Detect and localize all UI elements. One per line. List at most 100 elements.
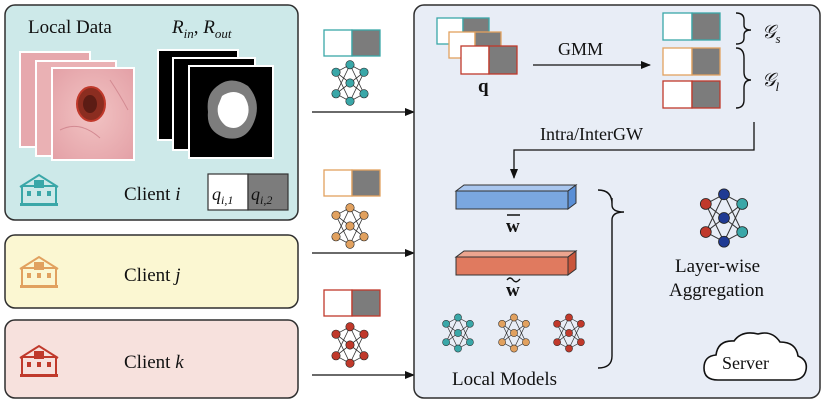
q-stack — [436, 17, 518, 75]
network-edge — [568, 323, 582, 349]
local-model-orange-icon — [498, 313, 530, 353]
network-edge — [335, 334, 351, 364]
network-node — [699, 198, 712, 210]
network-edge — [457, 317, 471, 343]
network-node — [345, 78, 355, 88]
client-k-school-icon — [19, 344, 59, 377]
client-i-label: Client i — [124, 184, 180, 205]
network-edge — [513, 317, 527, 343]
network-edge — [513, 323, 527, 349]
network-node — [466, 319, 474, 328]
client-i-q-box: qi,1 qi,2 — [207, 173, 289, 211]
network-node — [331, 89, 341, 99]
network-node — [553, 338, 561, 347]
aggregation-label-2: Aggregation — [669, 280, 764, 301]
network-node — [498, 319, 506, 328]
network-edge — [723, 203, 743, 242]
client-i-network-icon — [331, 60, 369, 106]
network-node — [510, 344, 518, 353]
mask-label: Rin, Rout — [171, 17, 232, 41]
network-node — [454, 344, 462, 353]
network-edge — [705, 194, 725, 233]
network-node — [498, 338, 506, 347]
network-node — [359, 351, 369, 361]
gmm-label: GMM — [558, 39, 603, 59]
client-i-school-icon — [19, 173, 59, 206]
upload-k — [312, 289, 415, 379]
svg-text:qi,2: qi,2 — [251, 184, 272, 207]
aggregation-brace — [597, 189, 625, 369]
client-i-panel: Local Data Rin, Rout — [4, 4, 299, 221]
network-edge — [335, 215, 351, 245]
network-node — [359, 232, 369, 242]
network-node — [454, 329, 462, 337]
network-edge — [568, 317, 582, 343]
network-edge — [349, 334, 365, 364]
network-node — [331, 329, 341, 339]
aggregation-label-1: Layer-wise — [675, 256, 760, 277]
network-node — [345, 60, 355, 70]
local-models-label: Local Models — [452, 369, 557, 390]
network-edge — [556, 317, 570, 343]
network-edge — [445, 317, 459, 343]
mask-image-stack — [157, 49, 274, 159]
network-edge — [335, 64, 351, 94]
client-k-network-icon — [331, 322, 369, 368]
gl-brace — [735, 47, 752, 109]
network-node — [345, 221, 355, 231]
server-label: Server — [722, 353, 769, 373]
network-node — [565, 329, 573, 337]
network-node — [331, 210, 341, 220]
network-node — [718, 188, 730, 201]
network-node — [345, 340, 355, 350]
network-node — [359, 329, 369, 339]
gl-label: 𝒢l — [762, 70, 780, 94]
network-edge — [349, 326, 365, 356]
w-tilde-layer — [454, 250, 578, 276]
intra-gw-label: Intra/InterGW — [540, 124, 643, 144]
network-node — [442, 319, 450, 328]
w-tilde-mark — [506, 277, 521, 283]
network-node — [331, 351, 341, 361]
q-label: q — [478, 76, 489, 97]
network-edge — [349, 207, 365, 237]
network-edge — [501, 317, 515, 343]
server-cloud-icon — [703, 332, 808, 381]
network-edge — [335, 207, 351, 237]
network-node — [331, 67, 341, 77]
upload-i — [312, 29, 415, 116]
network-edge — [556, 323, 570, 349]
network-edge — [349, 72, 365, 102]
network-edge — [335, 72, 351, 102]
network-edge — [705, 203, 725, 242]
network-node — [466, 338, 474, 347]
network-node — [454, 313, 462, 322]
client-k-label: Client k — [124, 352, 184, 373]
grouped-q-boxes — [662, 12, 721, 109]
network-edge — [335, 326, 351, 356]
local-model-teal-icon — [442, 313, 474, 353]
network-node — [565, 313, 573, 322]
local-data-label: Local Data — [28, 17, 112, 38]
network-node — [345, 203, 355, 213]
w-bar-layer — [454, 184, 578, 210]
network-node — [442, 338, 450, 347]
network-node — [345, 96, 355, 106]
w-bar-label: w — [506, 216, 520, 237]
network-node — [736, 226, 749, 238]
network-node — [565, 344, 573, 353]
network-node — [510, 329, 518, 337]
client-j-network-icon — [331, 203, 369, 249]
client-j-school-icon — [19, 255, 59, 288]
network-node — [345, 239, 355, 249]
network-node — [736, 198, 749, 210]
network-node — [359, 210, 369, 220]
network-node — [522, 319, 530, 328]
network-node — [331, 232, 341, 242]
network-node — [522, 338, 530, 347]
w-tilde-label: w — [506, 280, 520, 301]
intra-gw-connector — [510, 122, 755, 179]
gs-label: 𝒢s — [762, 22, 781, 46]
network-node — [345, 322, 355, 332]
network-node — [510, 313, 518, 322]
